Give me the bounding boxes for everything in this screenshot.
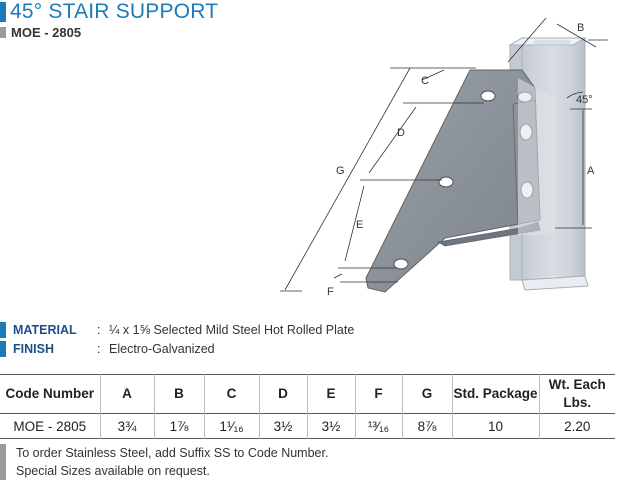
cell-g: 8⅞ [402, 413, 453, 439]
code-row: MOE - 2805 [0, 24, 81, 40]
title-accent-bar [0, 2, 6, 22]
spec-label: MATERIAL [13, 322, 77, 337]
dim-label-d: D [397, 127, 405, 139]
order-notes: To order Stainless Steel, add Suffix SS … [0, 444, 328, 480]
col-header-weight: Wt. Each Lbs. [548, 377, 606, 410]
col-header-g: G [402, 374, 453, 414]
col-header-a: A [100, 374, 155, 414]
dim-label-g: G [336, 165, 345, 177]
title-row: 45° STAIR SUPPORT [0, 0, 218, 24]
spec-block: MATERIAL : ¼ x 1⅝ Selected Mild Steel Ho… [0, 320, 354, 358]
spec-row-material: MATERIAL : ¼ x 1⅝ Selected Mild Steel Ho… [0, 320, 354, 339]
spec-accent-bar [0, 340, 6, 357]
notes-text: To order Stainless Steel, add Suffix SS … [16, 444, 328, 480]
cell-f: ¹³⁄₁₆ [355, 413, 403, 439]
dim-label-b: B [577, 22, 584, 34]
cell-e: 3½ [307, 413, 356, 439]
col-header-e: E [307, 374, 356, 414]
product-drawing: C D E F G B A 45° [280, 17, 608, 298]
dim-label-c: C [421, 75, 429, 87]
table-header-row: Code Number A B C D E F G Std. Package W… [0, 374, 615, 414]
spec-colon: : [97, 341, 101, 356]
col-header-b: B [154, 374, 205, 414]
product-code: MOE - 2805 [11, 24, 82, 40]
support-plate [365, 69, 555, 293]
cell-d: 3½ [259, 413, 308, 439]
spec-row-finish: FINISH : Electro-Galvanized [0, 339, 354, 358]
cell-a: 3¾ [100, 413, 155, 439]
table-row: MOE - 2805 3¾ 1⅞ 1¹⁄₁₆ 3½ 3½ ¹³⁄₁₆ 8⅞ 10… [0, 413, 615, 439]
col-header-c: C [204, 374, 260, 414]
code-accent-bar [0, 26, 6, 38]
cell-package: 10 [452, 413, 540, 439]
dim-label-e: E [356, 219, 363, 231]
cell-code: MOE - 2805 [0, 413, 101, 439]
cell-c: 1¹⁄₁₆ [204, 413, 260, 439]
spec-colon: : [97, 322, 101, 337]
page-title: 45° STAIR SUPPORT [10, 0, 219, 23]
note-line: To order Stainless Steel, add Suffix SS … [16, 446, 329, 460]
dimension-table: Code Number A B C D E F G Std. Package W… [0, 374, 615, 439]
col-header-f: F [355, 374, 403, 414]
spec-value: Electro-Galvanized [109, 341, 215, 356]
dim-label-f: F [327, 286, 334, 298]
col-header-d: D [259, 374, 308, 414]
spec-value: ¼ x 1⅝ Selected Mild Steel Hot Rolled Pl… [109, 322, 355, 337]
dim-label-a: A [587, 165, 595, 177]
spec-label: FINISH [13, 341, 54, 356]
cell-weight: 2.20 [564, 418, 591, 434]
dimension-lines [280, 17, 608, 292]
spec-accent-bar [0, 321, 6, 338]
cell-b: 1⅞ [154, 413, 205, 439]
dim-label-angle: 45° [576, 94, 593, 106]
col-header-code: Code Number [0, 374, 101, 414]
notes-accent-bar [0, 444, 6, 480]
col-header-package: Std. Package [452, 374, 540, 414]
note-line: Special Sizes available on request. [16, 464, 210, 478]
